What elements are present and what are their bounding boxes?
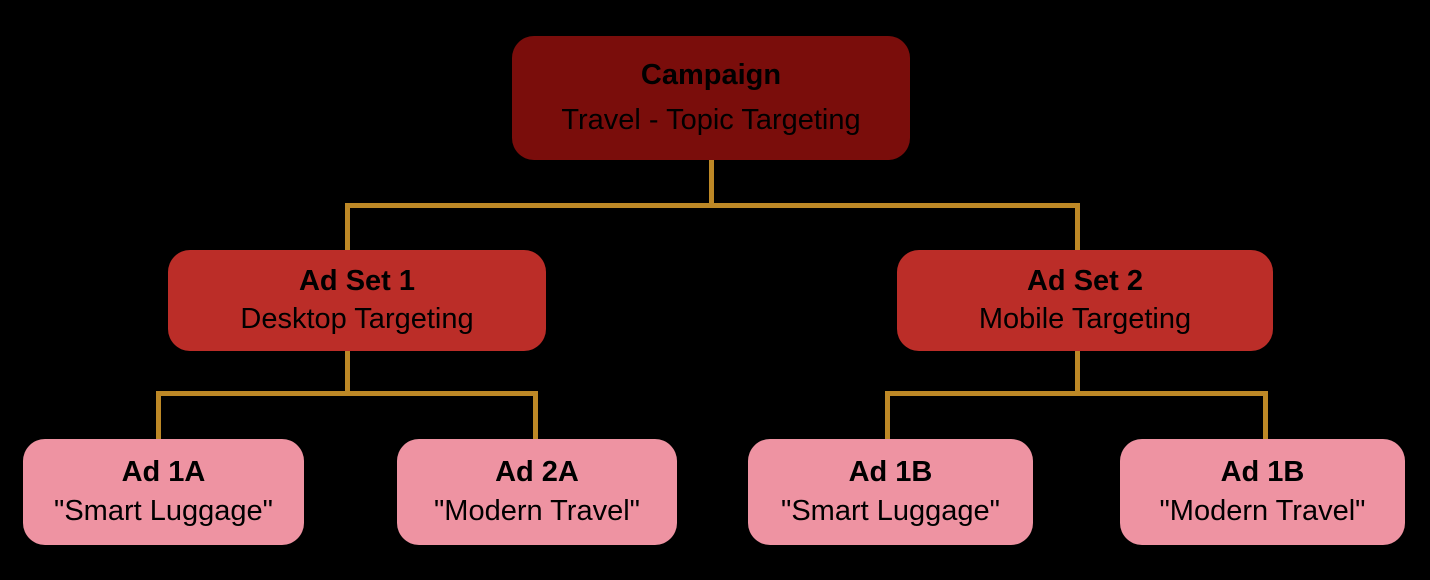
node-adset2-subtitle: Mobile Targeting: [978, 303, 1192, 335]
node-adset1-subtitle: Desktop Targeting: [240, 303, 474, 335]
connector-ad1a-drop: [156, 391, 161, 440]
connector-adset2-stem: [1075, 349, 1080, 393]
node-ad1b-smart-luggage: Ad 1B "Smart Luggage": [748, 439, 1033, 545]
node-adset2: Ad Set 2 Mobile Targeting: [897, 250, 1273, 351]
connector-ad1b-smart-drop: [885, 391, 890, 440]
node-ad2a-title: Ad 2A: [495, 456, 579, 489]
connector-ad1b-modern-drop: [1263, 391, 1268, 440]
connector-adset1-drop: [345, 203, 350, 251]
connector-ad2a-drop: [533, 391, 538, 440]
node-ad2a-subtitle: "Modern Travel": [434, 494, 640, 527]
node-campaign: Campaign Travel - Topic Targeting: [512, 36, 910, 160]
node-ad1a-subtitle: "Smart Luggage": [54, 494, 273, 527]
node-adset2-title: Ad Set 2: [1026, 264, 1144, 297]
node-ad1a: Ad 1A "Smart Luggage": [23, 439, 304, 545]
connector-adset1-bar: [156, 391, 538, 396]
connector-campaign-stem: [709, 158, 714, 208]
connector-adset1-stem: [345, 349, 350, 393]
node-campaign-title: Campaign: [640, 59, 782, 92]
node-ad1b-modern-travel: Ad 1B "Modern Travel": [1120, 439, 1405, 545]
connector-adset2-drop: [1075, 203, 1080, 251]
node-ad2a: Ad 2A "Modern Travel": [397, 439, 677, 545]
node-ad1b-smart-subtitle: "Smart Luggage": [781, 494, 1000, 527]
node-ad1b-modern-subtitle: "Modern Travel": [1159, 494, 1366, 527]
node-ad1b-modern-title: Ad 1B: [1220, 456, 1305, 489]
connector-adset2-bar: [885, 391, 1268, 396]
node-adset1: Ad Set 1 Desktop Targeting: [168, 250, 546, 351]
node-ad1b-smart-title: Ad 1B: [848, 456, 933, 489]
node-adset1-title: Ad Set 1: [298, 264, 416, 297]
node-campaign-subtitle: Travel - Topic Targeting: [561, 103, 861, 136]
node-ad1a-title: Ad 1A: [121, 456, 206, 489]
connector-level1-bar: [345, 203, 1080, 208]
